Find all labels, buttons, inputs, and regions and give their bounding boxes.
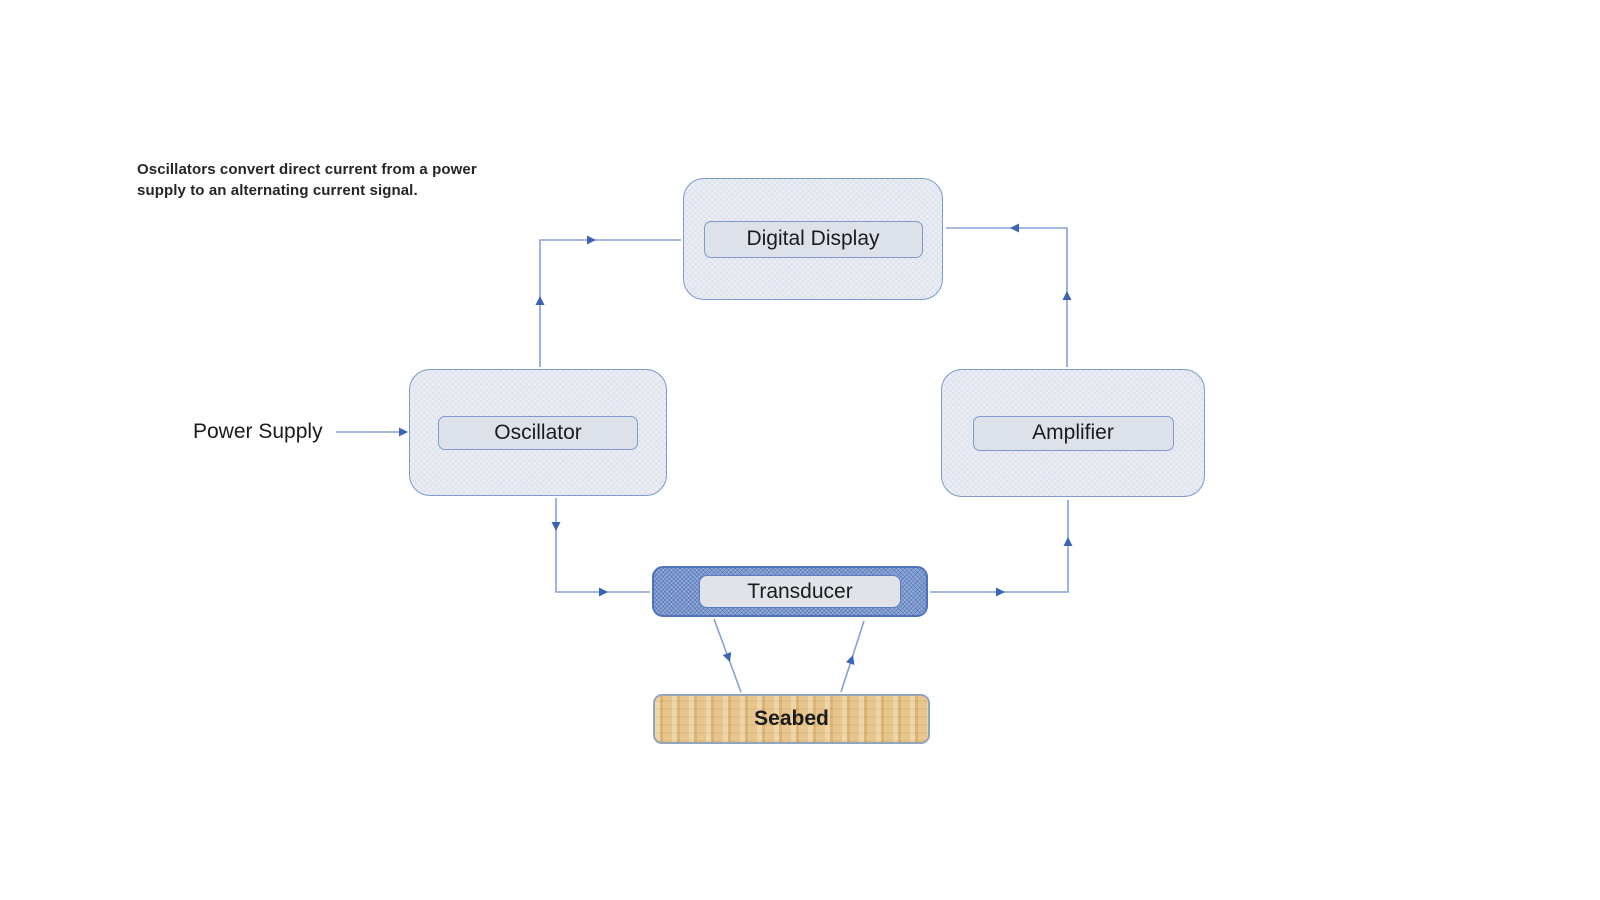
node-transducer-label: Transducer — [699, 575, 901, 608]
arrowhead-icon — [1062, 291, 1072, 300]
node-amplifier-label: Amplifier — [972, 415, 1174, 451]
arrowhead-icon — [599, 587, 608, 597]
arrowhead-icon — [551, 522, 561, 531]
connector-amplifier-to-digital-display — [946, 223, 1072, 367]
connector-transducer-to-amplifier — [930, 500, 1073, 597]
node-oscillator-label: Oscillator — [438, 415, 638, 450]
annotation-text: Oscillators convert direct current from … — [137, 161, 477, 199]
arrowhead-icon — [535, 296, 545, 305]
arrowhead-icon — [399, 427, 408, 437]
node-seabed-label: Seabed — [754, 707, 829, 730]
power-supply-label: Power Supply — [193, 420, 323, 443]
node-digital-display-label: Digital Display — [703, 220, 923, 258]
node-transducer[interactable]: Transducer — [652, 566, 928, 617]
arrowhead-icon — [587, 235, 596, 245]
connector-power-supply-to-oscillator — [336, 427, 408, 437]
connector-oscillator-to-transducer — [551, 498, 650, 597]
arrowhead-icon — [1010, 223, 1019, 233]
arrowhead-icon — [1063, 537, 1073, 546]
arrowhead-icon — [996, 587, 1005, 597]
connector-transducer-to-seabed — [713, 618, 742, 693]
node-seabed[interactable]: Seabed — [653, 694, 930, 744]
node-oscillator[interactable]: Oscillator — [409, 369, 667, 496]
arrowhead-icon — [722, 652, 732, 662]
connector-oscillator-to-digital-display — [535, 235, 681, 367]
node-digital-display[interactable]: Digital Display — [683, 178, 943, 300]
arrowhead-icon — [845, 655, 855, 665]
connector-seabed-to-transducer — [840, 620, 865, 693]
node-amplifier[interactable]: Amplifier — [941, 369, 1205, 497]
